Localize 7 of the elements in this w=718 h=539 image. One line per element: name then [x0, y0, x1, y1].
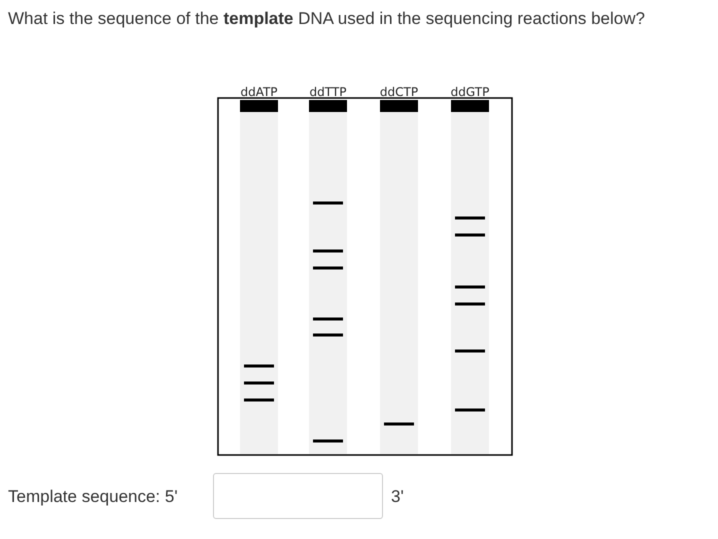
- lane-label: ddATP: [239, 85, 279, 99]
- lane-label: ddCTP: [378, 85, 420, 99]
- question-text: What is the sequence of the template DNA used in the sequencing reactions below?: [8, 8, 646, 30]
- lane-label: ddTTP: [308, 85, 348, 99]
- lane-label: ddGTP: [450, 85, 490, 99]
- prompt-text: Template sequence: 5': [8, 487, 178, 507]
- end-label: 3': [391, 487, 404, 507]
